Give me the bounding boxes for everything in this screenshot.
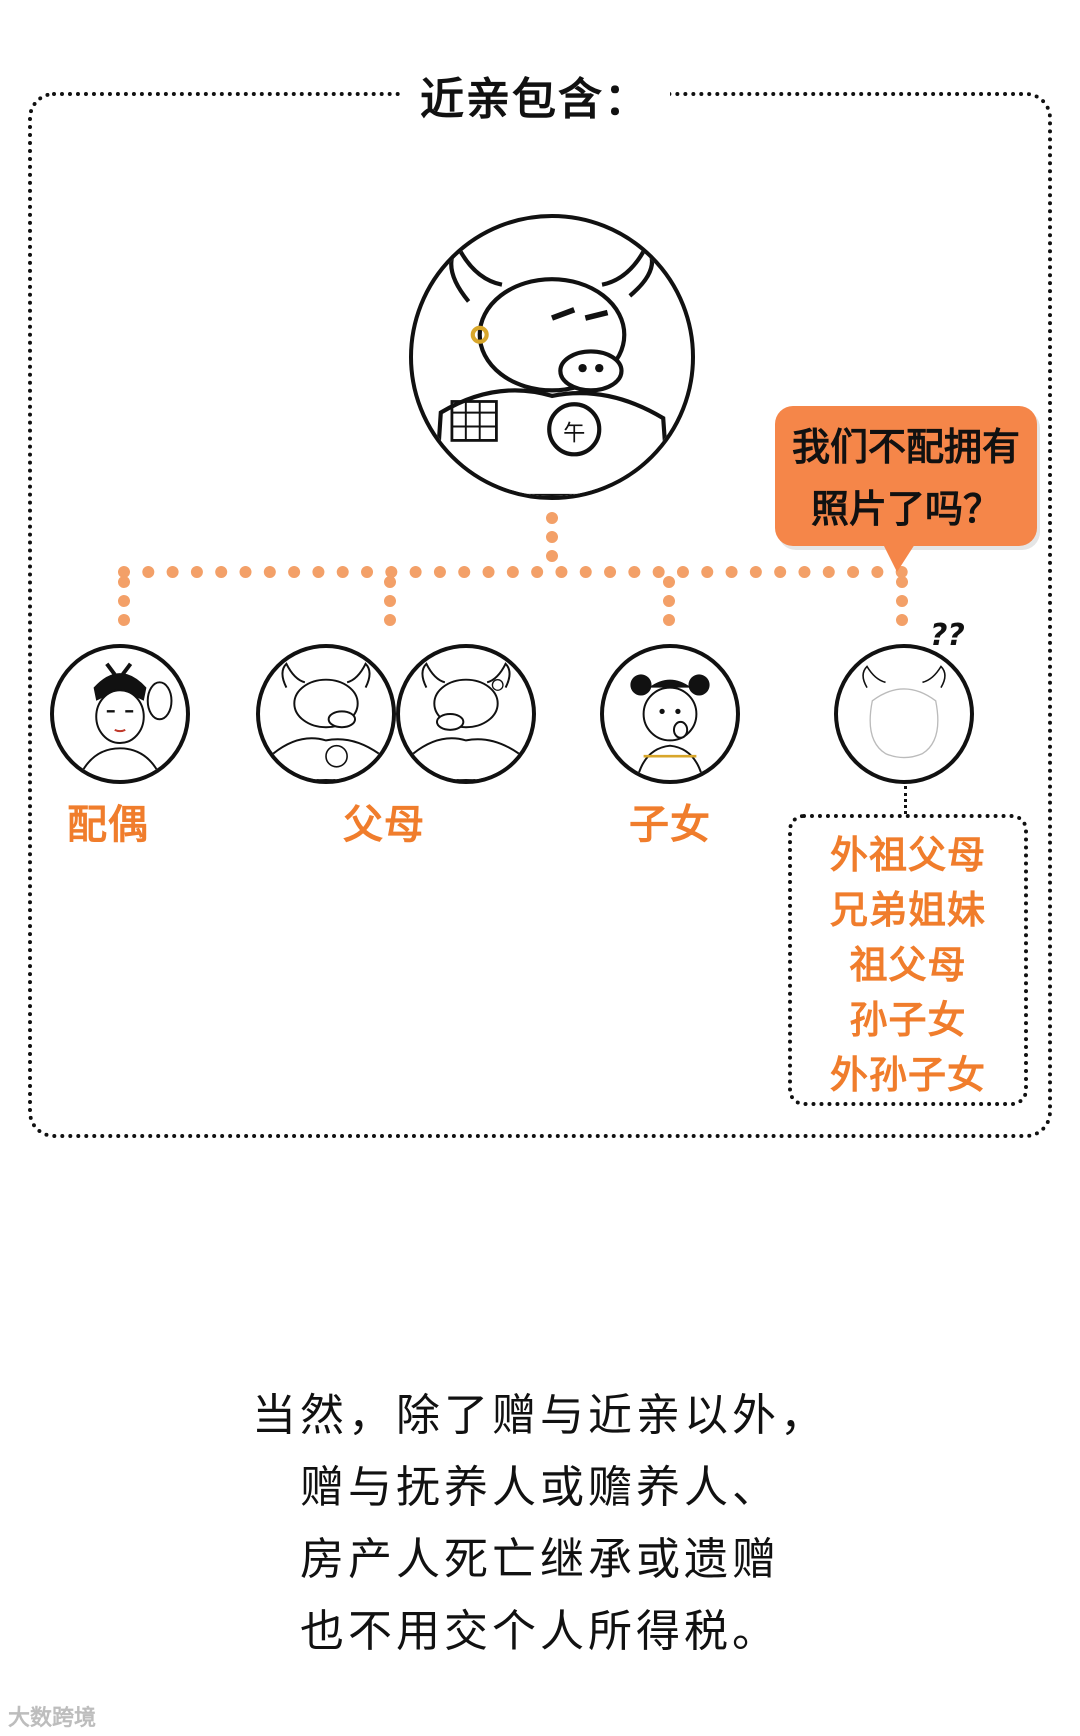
other-relative-item: 孙子女 — [849, 998, 967, 1042]
paragraph-line-4: 也不用交个人所得税。 — [300, 1606, 780, 1657]
section-title: 近亲包含： — [400, 70, 670, 130]
main-connector-vertical — [546, 512, 558, 562]
others-connector — [904, 786, 907, 814]
explanation-paragraph: 当然，除了赠与近亲以外， 赠与抚养人或赡养人、 房产人死亡继承或遗赠 也不用交个… — [0, 1380, 1080, 1668]
others-silhouette-avatar — [834, 644, 974, 784]
other-relative-item: 兄弟姐妹 — [829, 888, 986, 932]
paragraph-line-1: 当然，除了赠与近亲以外， — [252, 1390, 828, 1441]
svg-text:午: 午 — [563, 420, 585, 446]
child-avatar — [600, 644, 740, 784]
connector-parents — [384, 576, 396, 626]
connector-others — [896, 576, 908, 626]
bubble-line-1: 我们不配拥有 — [791, 425, 1020, 469]
label-children: 子女 — [629, 802, 711, 848]
other-relative-item: 外祖父母 — [829, 833, 986, 877]
watermark: 大数跨境 — [8, 1706, 97, 1731]
main-character-avatar: 午 — [409, 214, 695, 500]
paragraph-line-2: 赠与抚养人或赡养人、 — [300, 1462, 780, 1513]
question-marks: ?? — [930, 618, 965, 653]
main-connector-horizontal — [118, 566, 908, 578]
father-avatar — [256, 644, 396, 784]
connector-children — [663, 576, 675, 626]
speech-bubble: 我们不配拥有 照片了吗？ — [775, 406, 1037, 572]
bubble-line-2: 照片了吗？ — [810, 487, 1001, 531]
paragraph-line-3: 房产人死亡继承或遗赠 — [300, 1534, 780, 1585]
connector-spouse — [118, 576, 130, 626]
mother-avatar — [396, 644, 536, 784]
spouse-avatar — [50, 644, 190, 784]
bubble-tail — [883, 544, 915, 572]
other-relative-item: 外孙子女 — [829, 1053, 986, 1097]
other-relative-item: 祖父母 — [849, 943, 967, 987]
label-spouse: 配偶 — [67, 802, 149, 848]
other-relatives-box: 外祖父母 兄弟姐妹 祖父母 孙子女 外孙子女 — [788, 814, 1028, 1106]
label-parents: 父母 — [343, 802, 425, 848]
